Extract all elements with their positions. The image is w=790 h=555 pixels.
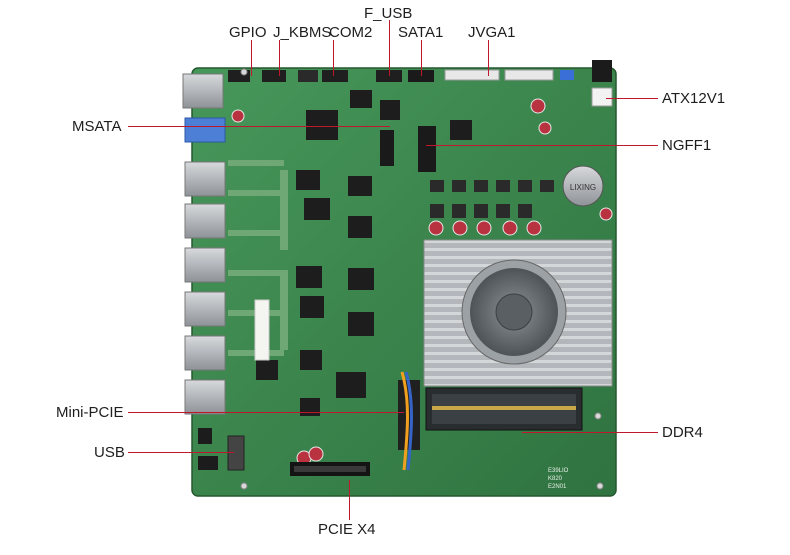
corner-code-1: E39LIO [548, 468, 569, 474]
label-com2: COM2 [329, 24, 373, 41]
fan-hub [495, 293, 533, 331]
leader-msata [128, 126, 390, 127]
board-sticker [254, 299, 270, 361]
label-ngff1: NGFF1 [662, 137, 712, 154]
minipcie-slot-shape [398, 380, 420, 450]
leader-usb [128, 452, 234, 453]
wire-bundle [400, 371, 409, 471]
label-f-usb: F_USB [364, 5, 413, 22]
ddr4-slot-shape [425, 387, 583, 431]
leader-ddr4 [522, 432, 658, 433]
left-io-ports [182, 73, 245, 471]
leader-atx12v1 [606, 98, 658, 99]
label-ddr4: DDR4 [662, 424, 703, 441]
ngff-slot-shape [418, 126, 436, 172]
corner-code-2: K820 [548, 476, 563, 482]
leader-com2 [333, 40, 334, 76]
vrm-chokes [430, 180, 554, 218]
leader-pcie-x4 [349, 480, 350, 520]
mounting-holes [240, 68, 604, 490]
leader-j-kbms [279, 40, 280, 76]
label-sata1: SATA1 [398, 24, 444, 41]
leader-ngff1 [426, 145, 658, 146]
label-msata: MSATA [72, 118, 122, 135]
leader-gpio [251, 40, 252, 76]
corner-code-3: E2N01 [548, 484, 567, 490]
top-headers [228, 60, 613, 107]
chips [256, 90, 472, 416]
cmos-battery: LIXING [562, 165, 604, 207]
cpu-heatsink [423, 239, 613, 387]
red-capacitors [231, 98, 613, 466]
label-mini-pcie: Mini-PCIE [56, 404, 124, 421]
label-gpio: GPIO [229, 24, 267, 41]
pcie-slot-shape [290, 462, 370, 476]
battery-text: LIXING [570, 183, 596, 192]
label-usb: USB [94, 444, 125, 461]
label-pcie-x4: PCIE X4 [318, 521, 376, 538]
leader-sata1 [421, 40, 422, 76]
leader-f-usb [389, 20, 390, 76]
leader-mini-pcie [128, 412, 404, 413]
label-jvga1: JVGA1 [468, 24, 516, 41]
label-j-kbms: J_KBMS [273, 24, 332, 41]
msata-slot-shape [380, 130, 394, 166]
label-atx12v1: ATX12V1 [662, 90, 726, 107]
leader-jvga1 [488, 40, 489, 76]
